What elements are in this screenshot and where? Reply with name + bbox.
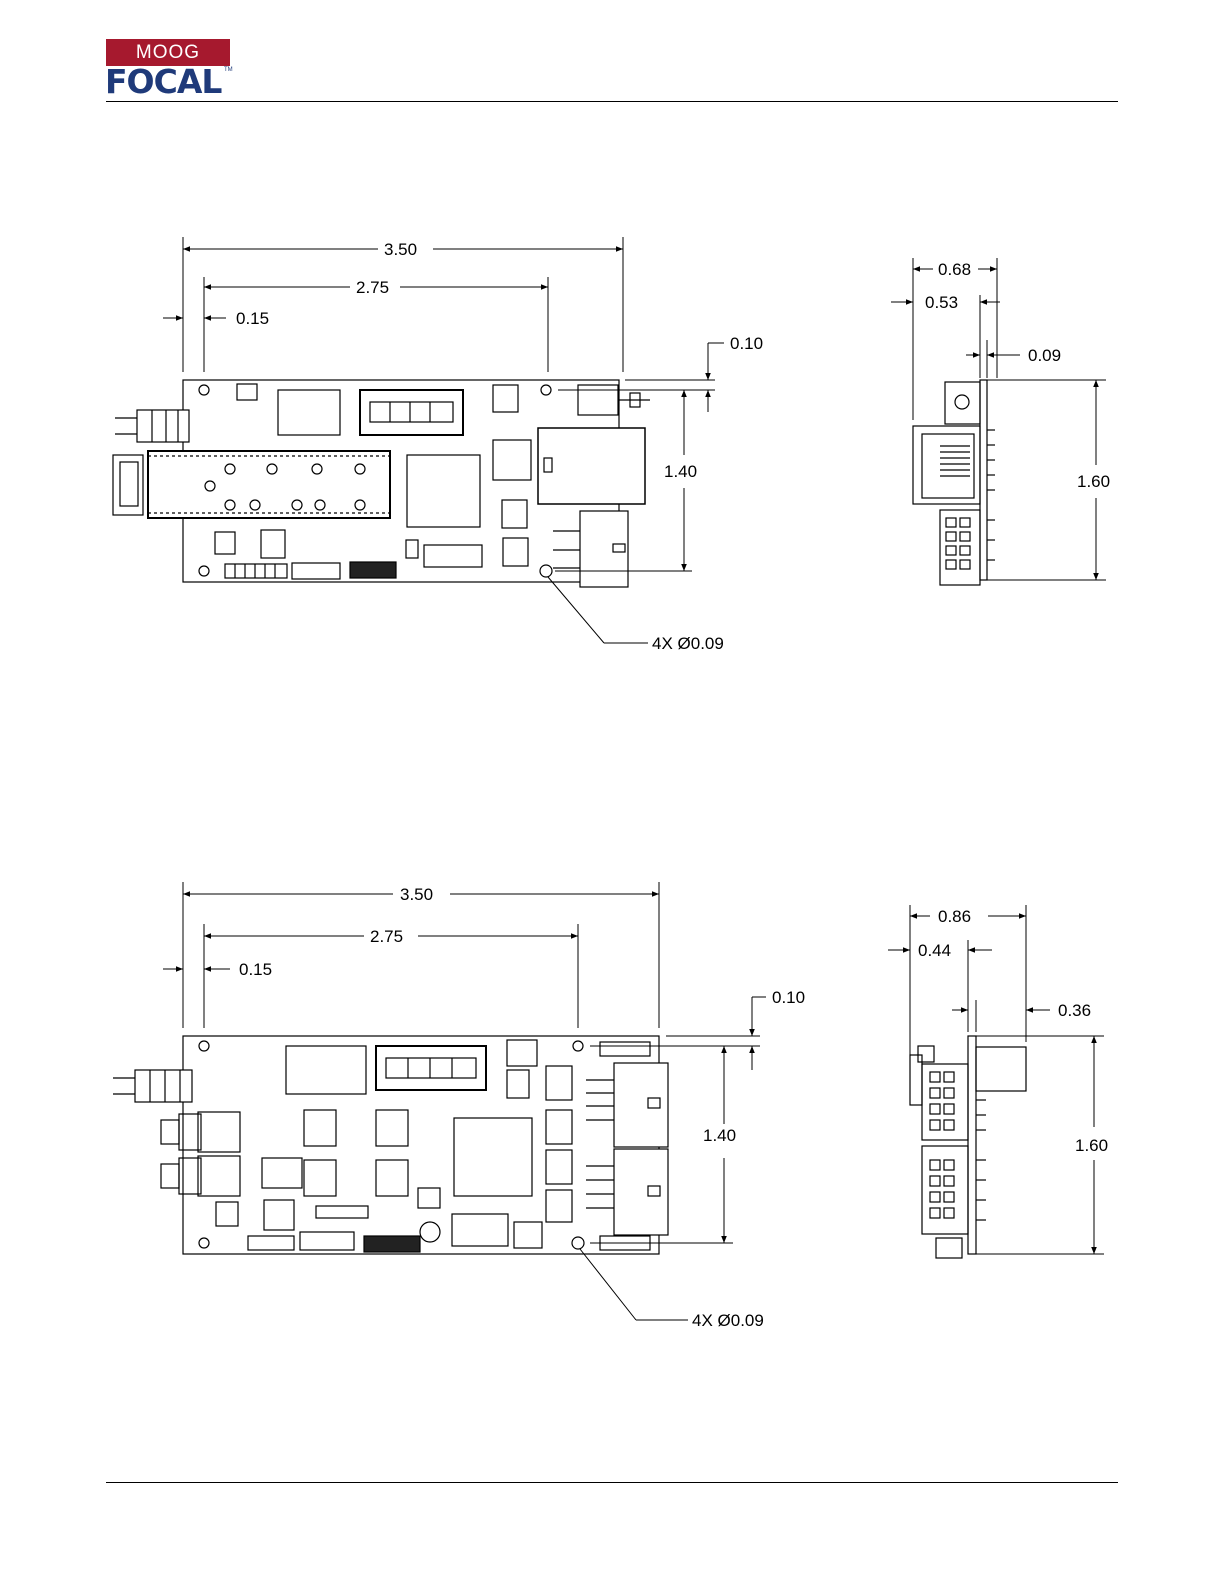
dim-side-top-1: 0.53 (925, 293, 958, 312)
dim-holes-2: 4X Ø0.09 (692, 1311, 764, 1330)
dim-side-height-1: 1.60 (1077, 472, 1110, 491)
dim-width-span-1: 1.40 (664, 462, 697, 481)
front-view-2 (113, 1036, 668, 1254)
dim-side-depth-2: 0.86 (938, 907, 971, 926)
dim-side-height-2: 1.60 (1075, 1136, 1108, 1155)
dim-hole-offset-y-1: 0.10 (730, 334, 763, 353)
dim-hole-offset-x-2: 0.15 (239, 960, 272, 979)
dim-hole-offset-x-1: 0.15 (236, 309, 269, 328)
dim-hole-span-1: 2.75 (356, 278, 389, 297)
side-view-1 (913, 380, 995, 585)
dim-hole-offset-y-2: 0.10 (772, 988, 805, 1007)
dim-side-board-2: 0.36 (1058, 1001, 1091, 1020)
dim-side-depth-1: 0.68 (938, 260, 971, 279)
dim-holes-1: 4X Ø0.09 (652, 634, 724, 653)
side-view-2 (910, 1036, 1026, 1258)
dim-side-board-1: 0.09 (1028, 346, 1061, 365)
dim-width-span-2: 1.40 (703, 1126, 736, 1145)
front-view-1 (113, 380, 650, 587)
dim-length-1: 3.50 (384, 240, 417, 259)
dim-length-2: 3.50 (400, 885, 433, 904)
dim-side-top-2: 0.44 (918, 941, 951, 960)
dim-hole-span-2: 2.75 (370, 927, 403, 946)
